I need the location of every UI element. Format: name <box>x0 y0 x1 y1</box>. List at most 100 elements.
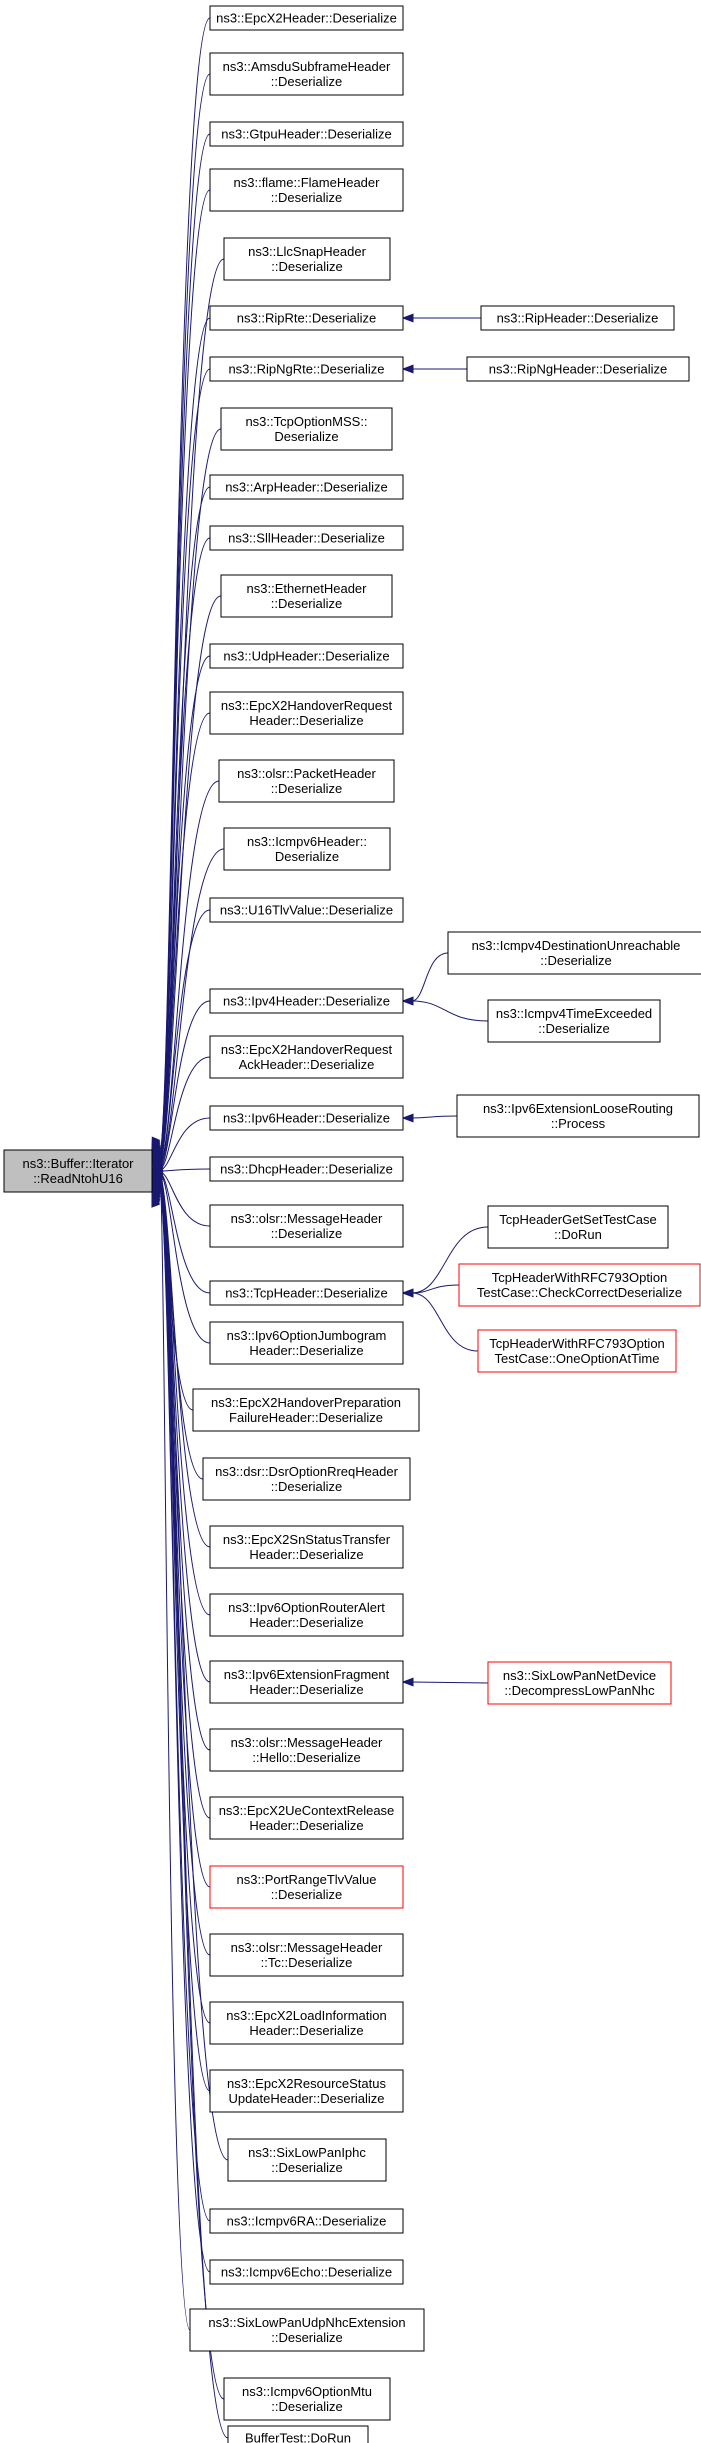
caller-node[interactable]: ns3::Icmpv6RA::Deserialize <box>209 2208 404 2234</box>
caller-node[interactable]: ns3::Ipv6OptionRouterAlertHeader::Deseri… <box>209 1593 404 1637</box>
caller-node-label: ns3::flame::FlameHeader <box>234 175 381 190</box>
second-level-node-label: ::Process <box>551 1116 606 1131</box>
caller-node-box <box>223 237 391 281</box>
caller-node-label: Header::Deserialize <box>249 1615 363 1630</box>
edge-arrowhead <box>401 1677 414 1687</box>
caller-node[interactable]: ns3::DhcpHeader::Deserialize <box>209 1156 404 1182</box>
caller-node[interactable]: ns3::SixLowPanUdpNhcExtension::Deseriali… <box>189 2308 425 2352</box>
second-level-node-label: ns3::Ipv6ExtensionLooseRouting <box>483 1101 673 1116</box>
edge-arrowhead <box>401 996 414 1006</box>
second-level-node[interactable]: ns3::Ipv6ExtensionLooseRouting::Process <box>456 1094 700 1138</box>
caller-node-box <box>209 356 404 382</box>
caller-node[interactable]: ns3::LlcSnapHeader::Deserialize <box>223 237 391 281</box>
root-node[interactable]: ns3::Buffer::Iterator::ReadNtohU16 <box>3 1149 153 1193</box>
caller-node-label: ns3::EpcX2LoadInformation <box>226 2008 386 2023</box>
caller-node[interactable]: ns3::EpcX2UeContextReleaseHeader::Deseri… <box>209 1796 404 1840</box>
caller-node[interactable]: ns3::EpcX2SnStatusTransferHeader::Deseri… <box>209 1525 404 1569</box>
caller-node[interactable]: ns3::olsr::MessageHeader::Tc::Deserializ… <box>209 1933 404 1977</box>
caller-node-label: ns3::EthernetHeader <box>247 581 368 596</box>
caller-node-box <box>209 1280 404 1306</box>
caller-node-label: ns3::Ipv6OptionRouterAlert <box>228 1600 385 1615</box>
caller-node[interactable]: ns3::EthernetHeader::Deserialize <box>220 574 393 618</box>
second-level-node[interactable]: TcpHeaderWithRFC793OptionTestCase::Check… <box>458 1263 701 1307</box>
caller-node[interactable]: ns3::U16TlvValue::Deserialize <box>209 897 404 923</box>
caller-node[interactable]: ns3::ArpHeader::Deserialize <box>209 474 404 500</box>
second-level-node[interactable]: TcpHeaderWithRFC793OptionTestCase::OneOp… <box>477 1329 677 1373</box>
caller-node-label: ns3::SixLowPanUdpNhcExtension <box>208 2315 405 2330</box>
caller-node[interactable]: ns3::Ipv6OptionJumbogramHeader::Deserial… <box>209 1321 404 1365</box>
caller-node-label: ::Deserialize <box>271 74 343 89</box>
caller-node-label: ns3::EpcX2SnStatusTransfer <box>223 1532 391 1547</box>
caller-node[interactable]: ns3::olsr::MessageHeader::Deserialize <box>209 1204 404 1248</box>
caller-node-label: ns3::Ipv4Header::Deserialize <box>223 994 390 1009</box>
caller-node[interactable]: ns3::EpcX2Header::Deserialize <box>209 5 404 31</box>
caller-node[interactable]: BufferTest::DoRun <box>227 2425 369 2443</box>
caller-node[interactable]: ns3::olsr::PacketHeader::Deserialize <box>218 759 395 803</box>
edge-to-root <box>160 1173 211 1294</box>
edge-arrowhead <box>401 1113 414 1123</box>
caller-node[interactable]: ns3::EpcX2HandoverRequestHeader::Deseria… <box>209 691 404 735</box>
edge-to-root <box>160 712 211 1162</box>
second-level-node-label: ::DoRun <box>554 1227 602 1242</box>
caller-node[interactable]: ns3::SixLowPanIphc::Deserialize <box>227 2138 387 2182</box>
edge-to-root <box>160 1192 211 2273</box>
caller-node[interactable]: ns3::olsr::MessageHeader::Hello::Deseria… <box>209 1728 404 1772</box>
caller-node-box <box>209 2259 404 2285</box>
caller-node-label: ::Hello::Deserialize <box>252 1750 360 1765</box>
caller-node-label: Deserialize <box>275 849 339 864</box>
caller-node-label: ns3::Icmpv6Echo::Deserialize <box>221 2265 392 2280</box>
caller-node[interactable]: ns3::flame::FlameHeader::Deserialize <box>209 168 404 212</box>
edge-to-caller <box>411 1681 489 1684</box>
caller-node-label: ns3::olsr::MessageHeader <box>231 1211 383 1226</box>
second-level-node[interactable]: ns3::RipHeader::Deserialize <box>480 305 675 331</box>
caller-node[interactable]: ns3::TcpOptionMSS::Deserialize <box>220 407 393 451</box>
caller-node-label: ::Deserialize <box>271 2160 343 2175</box>
edge-arrowhead <box>401 364 414 374</box>
caller-node[interactable]: ns3::Ipv4Header::Deserialize <box>209 988 404 1014</box>
caller-node-label: ns3::TcpHeader::Deserialize <box>225 1286 388 1301</box>
caller-node-box <box>223 2377 391 2421</box>
caller-node-label: ns3::RipRte::Deserialize <box>237 311 376 326</box>
caller-node[interactable]: ns3::EpcX2ResourceStatusUpdateHeader::De… <box>209 2069 404 2113</box>
caller-node-label: Header::Deserialize <box>249 1547 363 1562</box>
caller-node[interactable]: ns3::Ipv6Header::Deserialize <box>209 1105 404 1131</box>
caller-node-label: ::Deserialize <box>271 1226 343 1241</box>
root-node-label: ::ReadNtohU16 <box>33 1171 123 1186</box>
caller-node[interactable]: ns3::Icmpv6Echo::Deserialize <box>209 2259 404 2285</box>
edge-to-root <box>160 1178 211 1548</box>
caller-node-label: ::Deserialize <box>271 190 343 205</box>
caller-node[interactable]: ns3::dsr::DsrOptionRreqHeader::Deseriali… <box>202 1457 411 1501</box>
edge-to-root <box>160 368 211 1156</box>
caller-node[interactable]: ns3::Ipv6ExtensionFragmentHeader::Deseri… <box>209 1660 404 1704</box>
caller-node[interactable]: ns3::SllHeader::Deserialize <box>209 525 404 551</box>
caller-node[interactable]: ns3::Icmpv6OptionMtu::Deserialize <box>223 2377 391 2421</box>
caller-node-label: Header::Deserialize <box>249 1682 363 1697</box>
second-level-node[interactable]: TcpHeaderGetSetTestCase::DoRun <box>487 1205 669 1249</box>
caller-node[interactable]: ns3::RipNgRte::Deserialize <box>209 356 404 382</box>
caller-node[interactable]: ns3::EpcX2HandoverRequestAckHeader::Dese… <box>209 1035 404 1079</box>
caller-node[interactable]: ns3::EpcX2HandoverPreparationFailureHead… <box>192 1388 420 1432</box>
second-level-node-label: ns3::Icmpv4DestinationUnreachable <box>472 938 681 953</box>
caller-node[interactable]: ns3::UdpHeader::Deserialize <box>209 643 404 669</box>
caller-node[interactable]: ns3::RipRte::Deserialize <box>209 305 404 331</box>
caller-node[interactable]: ns3::Icmpv6Header::Deserialize <box>223 827 391 871</box>
second-level-node-box <box>466 356 690 382</box>
second-level-node[interactable]: ns3::Icmpv4TimeExceeded::Deserialize <box>487 999 661 1043</box>
second-level-node[interactable]: ns3::RipNgHeader::Deserialize <box>466 356 690 382</box>
caller-node[interactable]: ns3::PortRangeTlvValue::Deserialize <box>209 1865 404 1909</box>
caller-node-label: ns3::GtpuHeader::Deserialize <box>221 127 392 142</box>
second-level-node[interactable]: ns3::SixLowPanNetDevice::DecompressLowPa… <box>487 1661 672 1705</box>
second-level-node-label: TcpHeaderGetSetTestCase <box>499 1212 657 1227</box>
caller-node[interactable]: ns3::EpcX2LoadInformationHeader::Deseria… <box>209 2001 404 2045</box>
caller-node-box <box>209 121 404 147</box>
edge-to-root <box>160 537 211 1159</box>
caller-node[interactable]: ns3::GtpuHeader::Deserialize <box>209 121 404 147</box>
caller-node-label: ns3::RipNgRte::Deserialize <box>228 362 384 377</box>
second-level-node[interactable]: ns3::Icmpv4DestinationUnreachable::Deser… <box>447 931 701 975</box>
caller-node[interactable]: ns3::AmsduSubframeHeader::Deserialize <box>209 52 404 96</box>
second-level-node-label: ns3::Icmpv4TimeExceeded <box>496 1006 652 1021</box>
second-level-node-label: ns3::RipNgHeader::Deserialize <box>489 362 667 377</box>
caller-node[interactable]: ns3::TcpHeader::Deserialize <box>209 1280 404 1306</box>
caller-node-label: Deserialize <box>274 429 338 444</box>
edge-to-caller <box>411 1000 489 1022</box>
